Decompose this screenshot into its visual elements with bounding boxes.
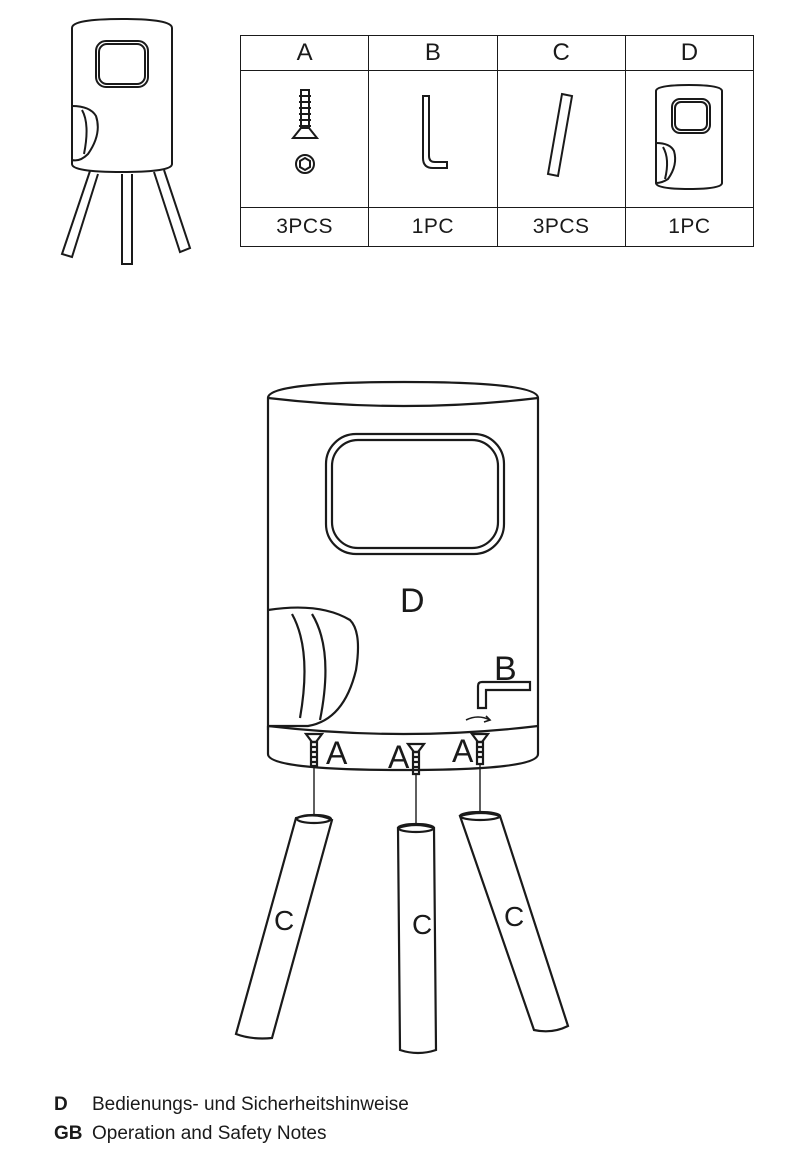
part-qty-a: 3PCS [239,207,370,247]
assembled-product-illustration [60,17,192,265]
part-image-d [624,70,755,208]
leg-center [396,823,438,1055]
footer-line-gb: GB Operation and Safety Notes [54,1124,326,1143]
language-title-de: Bedienungs- und Sicherheitshinweise [92,1094,409,1115]
label-screw-center: A [388,739,410,775]
part-image-c [496,70,626,208]
leg-icon [546,92,574,178]
label-cabinet: D [400,582,425,620]
assembly-diagram: D B A A A C C C [234,380,570,1055]
leg-right [458,811,570,1033]
language-title-gb: Operation and Safety Notes [92,1123,327,1144]
footer-line-de: D Bedienungs- und Sicherheitshinweise [54,1095,409,1114]
label-leg-center: C [412,909,432,940]
part-letter-c: C [496,35,626,71]
language-code-gb: GB [54,1123,83,1144]
part-letter-b: B [368,35,498,71]
part-image-b [368,70,498,208]
part-qty-b: 1PC [368,207,498,247]
label-leg-right: C [504,901,524,932]
language-code-de: D [54,1094,68,1115]
part-qty-c: 3PCS [496,207,626,247]
part-letter-d: D [624,35,755,71]
label-screw-right: A [452,733,474,769]
parts-table: A B C D [239,35,755,247]
hex-key-icon [421,95,448,169]
label-leg-left: C [274,905,294,936]
screw-right [469,732,491,766]
label-screw-left: A [326,735,348,771]
label-hex-key: B [494,650,517,688]
screw-center [405,742,427,776]
screw-icon [290,89,319,174]
screw-left [303,732,325,768]
part-qty-d: 1PC [624,207,755,247]
part-image-a [239,70,370,208]
part-letter-a: A [239,35,370,71]
cabinet-body [266,380,540,772]
cabinet-icon [655,83,724,191]
